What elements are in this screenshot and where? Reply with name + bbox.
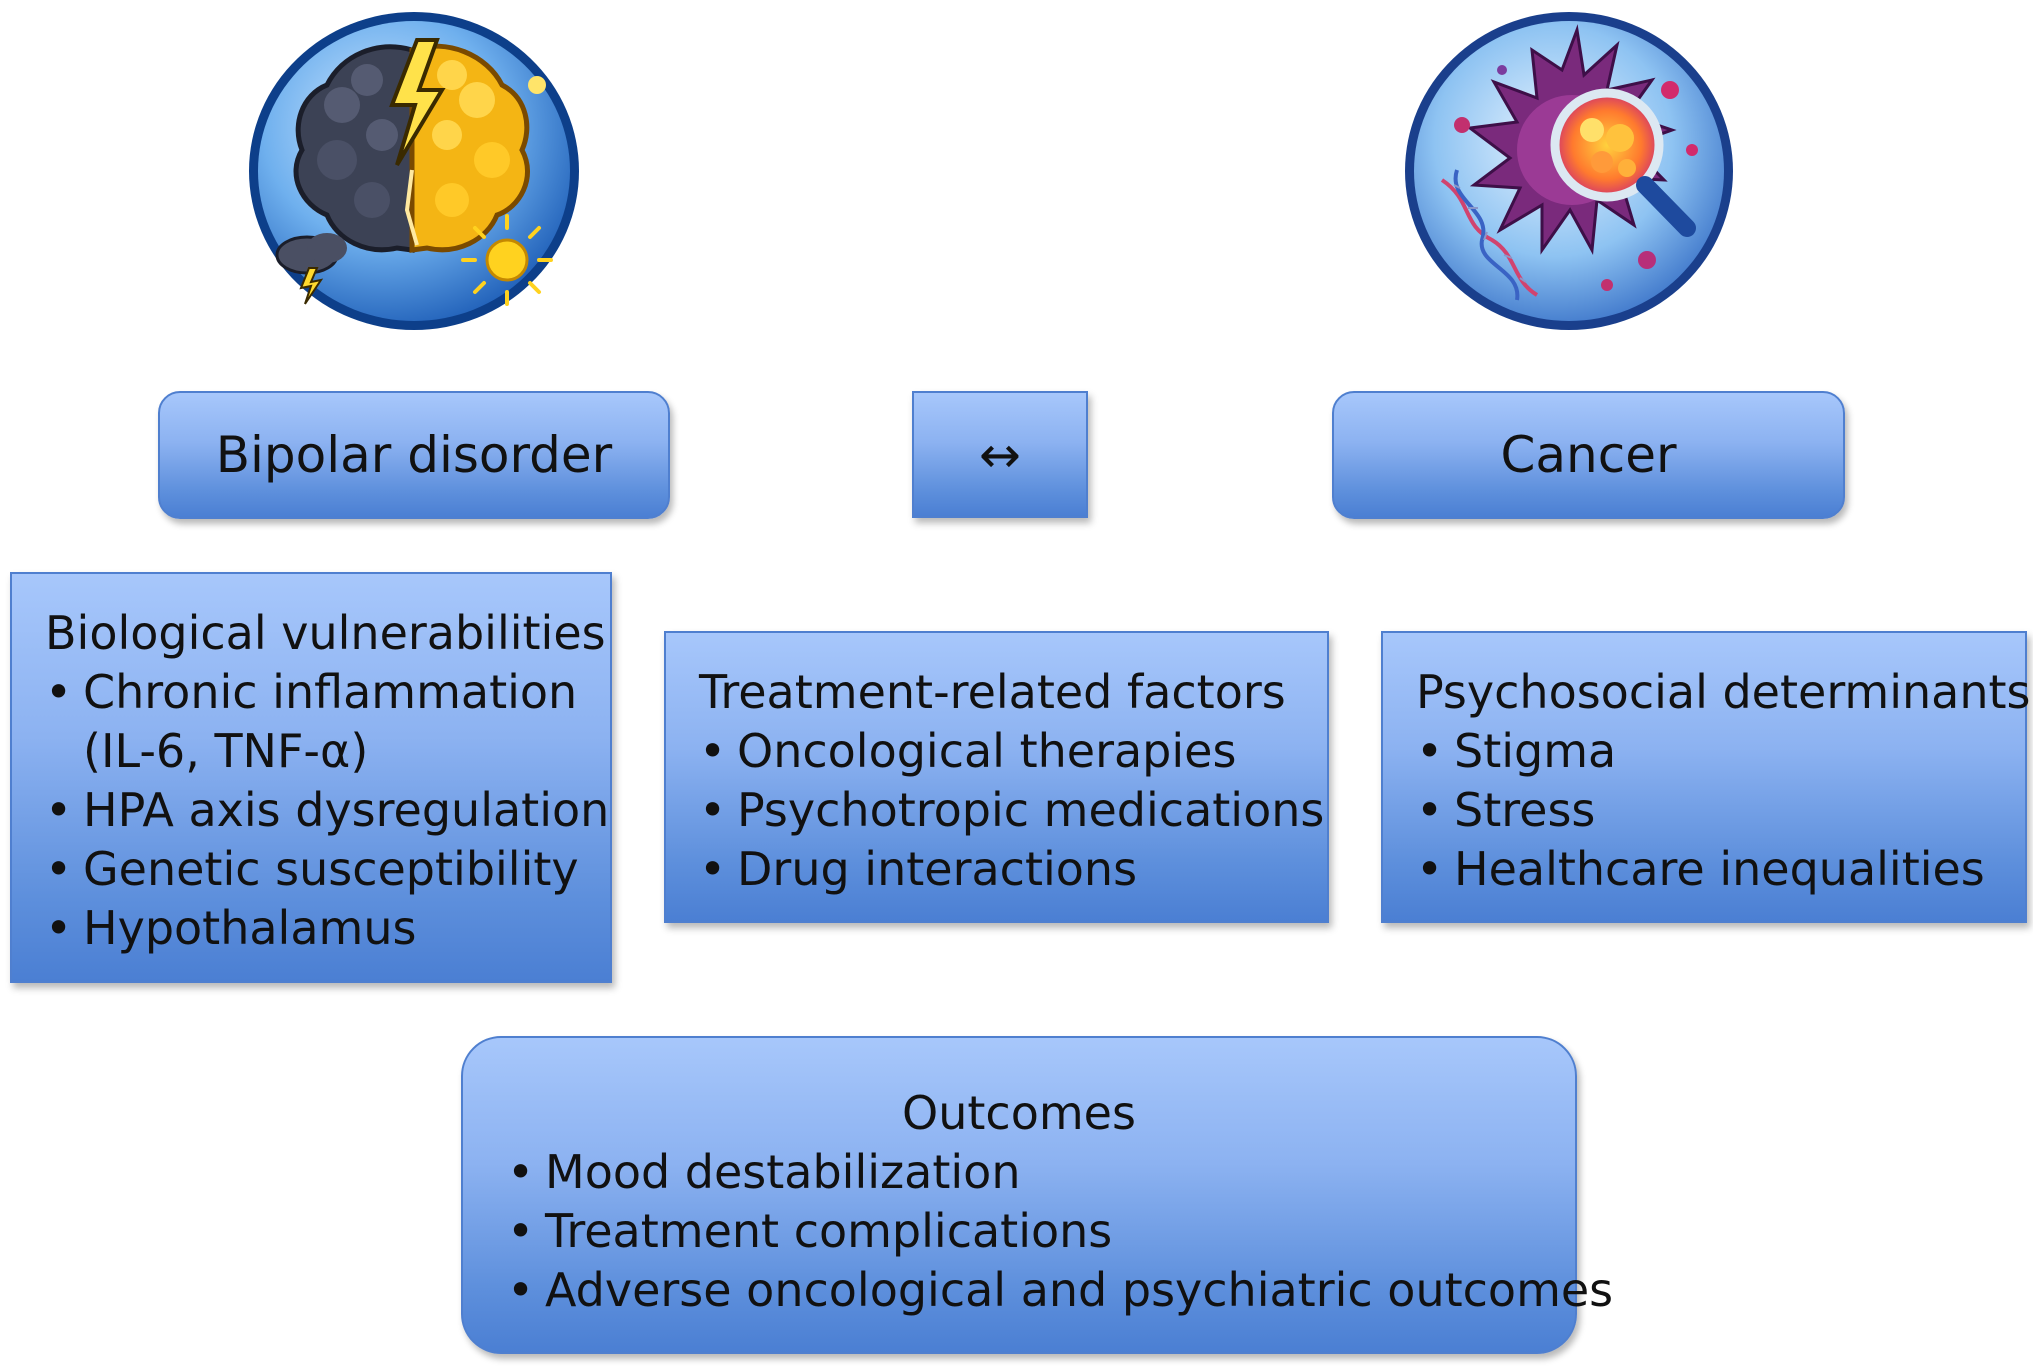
cancer-cell-magnifier-icon xyxy=(1405,12,1733,330)
outcomes-box: Outcomes •Mood destabilization •Treatmen… xyxy=(461,1036,1613,1354)
list-item-text: Oncological therapies xyxy=(737,724,1237,778)
bullet: • xyxy=(1416,842,1444,896)
list-item: •Genetic susceptibility xyxy=(45,840,610,899)
cancer-title: Cancer xyxy=(1500,426,1677,484)
biological-heading: Biological vulnerabilities xyxy=(45,606,606,660)
bullet: • xyxy=(699,724,727,778)
bullet: • xyxy=(45,842,73,896)
list-item-text: Adverse oncological and psychiatric outc… xyxy=(545,1263,1614,1317)
treatment-heading: Treatment-related factors xyxy=(699,665,1286,719)
list-item-text: Drug interactions xyxy=(737,842,1138,896)
list-item: •Stigma xyxy=(1416,722,2025,781)
bullet: • xyxy=(45,783,73,837)
list-item-text: Healthcare inequalities xyxy=(1454,842,1985,896)
treatment-factors-box: Treatment-related factors •Oncological t… xyxy=(664,631,1329,923)
bullet: • xyxy=(507,1145,535,1199)
list-item-text: HPA axis dysregulation xyxy=(83,783,610,837)
bullet: • xyxy=(507,1263,535,1317)
list-item-text: Psychotropic medications xyxy=(737,783,1325,837)
bidirectional-connector: ↔ xyxy=(912,391,1088,518)
list-item: •HPA axis dysregulation xyxy=(45,781,610,840)
list-item: •Adverse oncological and psychiatric out… xyxy=(507,1261,1613,1320)
bullet: • xyxy=(45,665,73,719)
bullet: • xyxy=(1416,783,1444,837)
list-item-text: Mood destabilization xyxy=(545,1145,1021,1199)
bipolar-disorder-node: Bipolar disorder xyxy=(158,391,670,519)
bullet: • xyxy=(699,842,727,896)
brain-storm-sun-icon xyxy=(249,12,579,330)
list-item-text: Hypothalamus xyxy=(83,901,417,955)
list-item-continuation: (IL-6, TNF-α) xyxy=(83,724,369,778)
list-item-text: Stress xyxy=(1454,783,1596,837)
list-item-text: Stigma xyxy=(1454,724,1617,778)
list-item: •Treatment complications xyxy=(507,1202,1575,1261)
psychosocial-heading: Psychosocial determinants xyxy=(1416,665,2031,719)
list-item: •Hypothalamus xyxy=(45,899,610,958)
list-item: •Chronic inflammation xyxy=(45,663,610,722)
list-item-text: Chronic inflammation xyxy=(83,665,578,719)
bullet: • xyxy=(507,1204,535,1258)
list-item: •Stress xyxy=(1416,781,2025,840)
bipolar-disorder-title: Bipolar disorder xyxy=(215,426,613,484)
list-item-text: Treatment complications xyxy=(545,1204,1113,1258)
list-item: •Healthcare inequalities xyxy=(1416,840,2025,899)
list-item: •Oncological therapies xyxy=(699,722,1327,781)
cancer-node: Cancer xyxy=(1332,391,1845,519)
bullet: • xyxy=(699,783,727,837)
biological-vulnerabilities-box: Biological vulnerabilities •Chronic infl… xyxy=(10,572,612,983)
bullet: • xyxy=(1416,724,1444,778)
list-item: •Drug interactions xyxy=(699,840,1327,899)
bullet: • xyxy=(45,901,73,955)
list-item: •Mood destabilization xyxy=(507,1143,1575,1202)
list-item-text: Genetic susceptibility xyxy=(83,842,579,896)
list-item: •Psychotropic medications xyxy=(699,781,1327,840)
psychosocial-determinants-box: Psychosocial determinants •Stigma •Stres… xyxy=(1381,631,2031,923)
bidirectional-arrow-icon: ↔ xyxy=(979,425,1021,484)
outcomes-heading: Outcomes xyxy=(902,1086,1136,1140)
